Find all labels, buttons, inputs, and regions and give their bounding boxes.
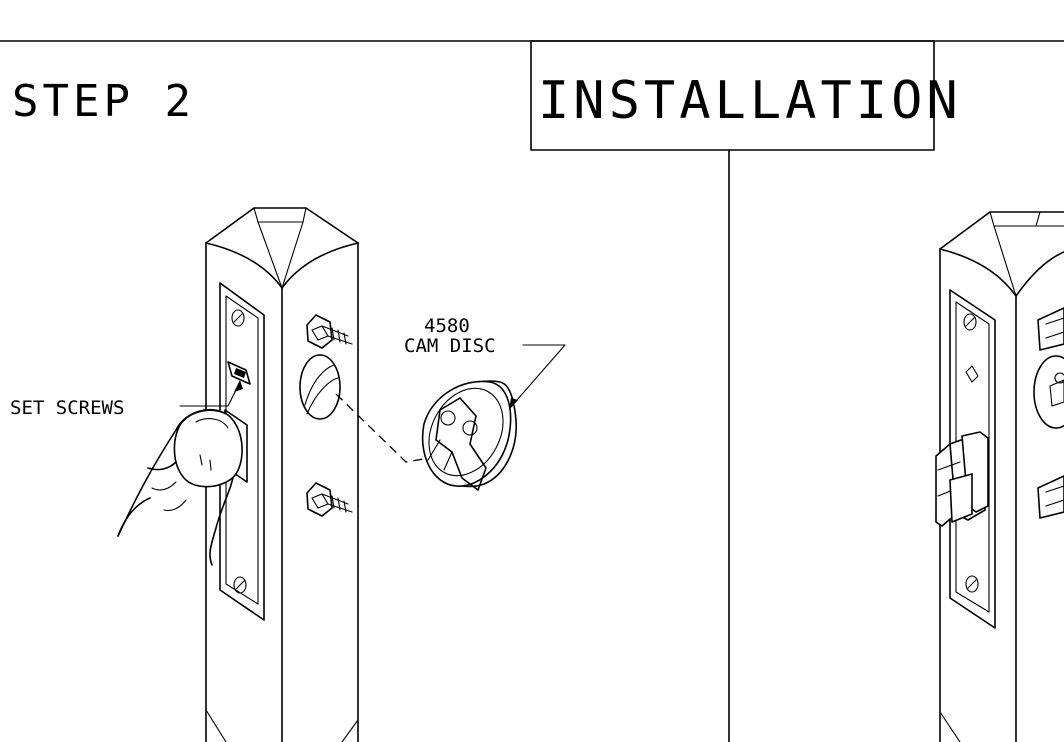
set-screws-label: SET SCREWS xyxy=(10,397,124,419)
cam-disc-leader xyxy=(509,344,566,409)
hand-icon xyxy=(117,408,243,566)
cam-disc-part-number: 4580 xyxy=(424,315,470,337)
stud-fastener-upper xyxy=(306,314,353,349)
cylinder-hole xyxy=(299,354,341,420)
frame xyxy=(0,40,1064,742)
step-label: STEP 2 xyxy=(12,76,195,127)
assembled-cylinder-right xyxy=(1033,307,1064,519)
door-post-left xyxy=(205,207,359,742)
set-screws-leader xyxy=(179,381,241,407)
face-plate-left xyxy=(219,282,265,621)
stud-fastener-lower xyxy=(306,482,353,517)
latch-bolt xyxy=(935,431,989,527)
title-label: INSTALLATION xyxy=(538,71,962,131)
cam-disc-label: CAM DISC xyxy=(404,335,496,357)
cam-disc xyxy=(421,380,517,491)
set-screw xyxy=(227,361,251,385)
